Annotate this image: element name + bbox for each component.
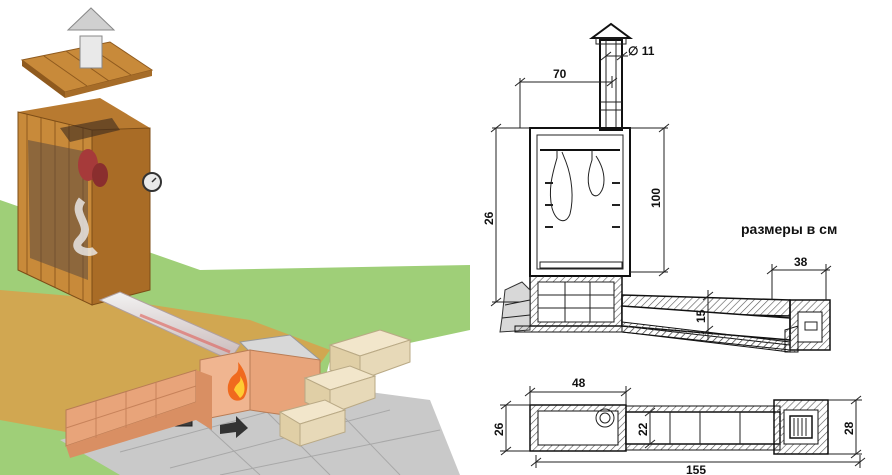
- air-arrow-icon: [220, 416, 248, 438]
- dim-channel-height: 15: [694, 309, 708, 323]
- dim-firebox-width: 38: [794, 255, 808, 269]
- dim-pipe-diameter: ∅ 11: [628, 44, 655, 58]
- illustration-3d: [0, 7, 470, 475]
- dim-plan-width: 48: [572, 376, 586, 390]
- dimension-lines: [490, 51, 832, 340]
- smoke-pipe: [98, 291, 241, 361]
- chimney-cap: [66, 7, 116, 69]
- smoke-plume: [73, 197, 98, 256]
- smoking-cabinet: [17, 98, 162, 306]
- dim-cabinet-height: 26: [482, 211, 496, 225]
- dim-channel-width: 22: [636, 422, 650, 436]
- chimney-pipe: [599, 39, 623, 131]
- meat-2: [92, 163, 108, 187]
- dim-total-length: 155: [686, 463, 706, 475]
- dim-chimney-offset: 70: [553, 67, 567, 81]
- stone-edge: [499, 281, 531, 333]
- units-note: размеры в см: [741, 221, 837, 237]
- section-drawing: ∅ 11 70 26 100 38 15 48 26 22 28 155 раз…: [482, 22, 866, 475]
- dim-firebox-depth: 28: [842, 421, 856, 435]
- dim-plan-depth: 26: [492, 422, 506, 436]
- dim-inner-height: 100: [649, 188, 663, 208]
- cabinet-rail-marks: [545, 182, 620, 228]
- stone-blocks: [278, 329, 412, 447]
- hanging-meat-1: [549, 150, 573, 222]
- hanging-meat-2: [587, 150, 605, 197]
- plan-view: [500, 386, 866, 468]
- brick-wall: [65, 369, 212, 458]
